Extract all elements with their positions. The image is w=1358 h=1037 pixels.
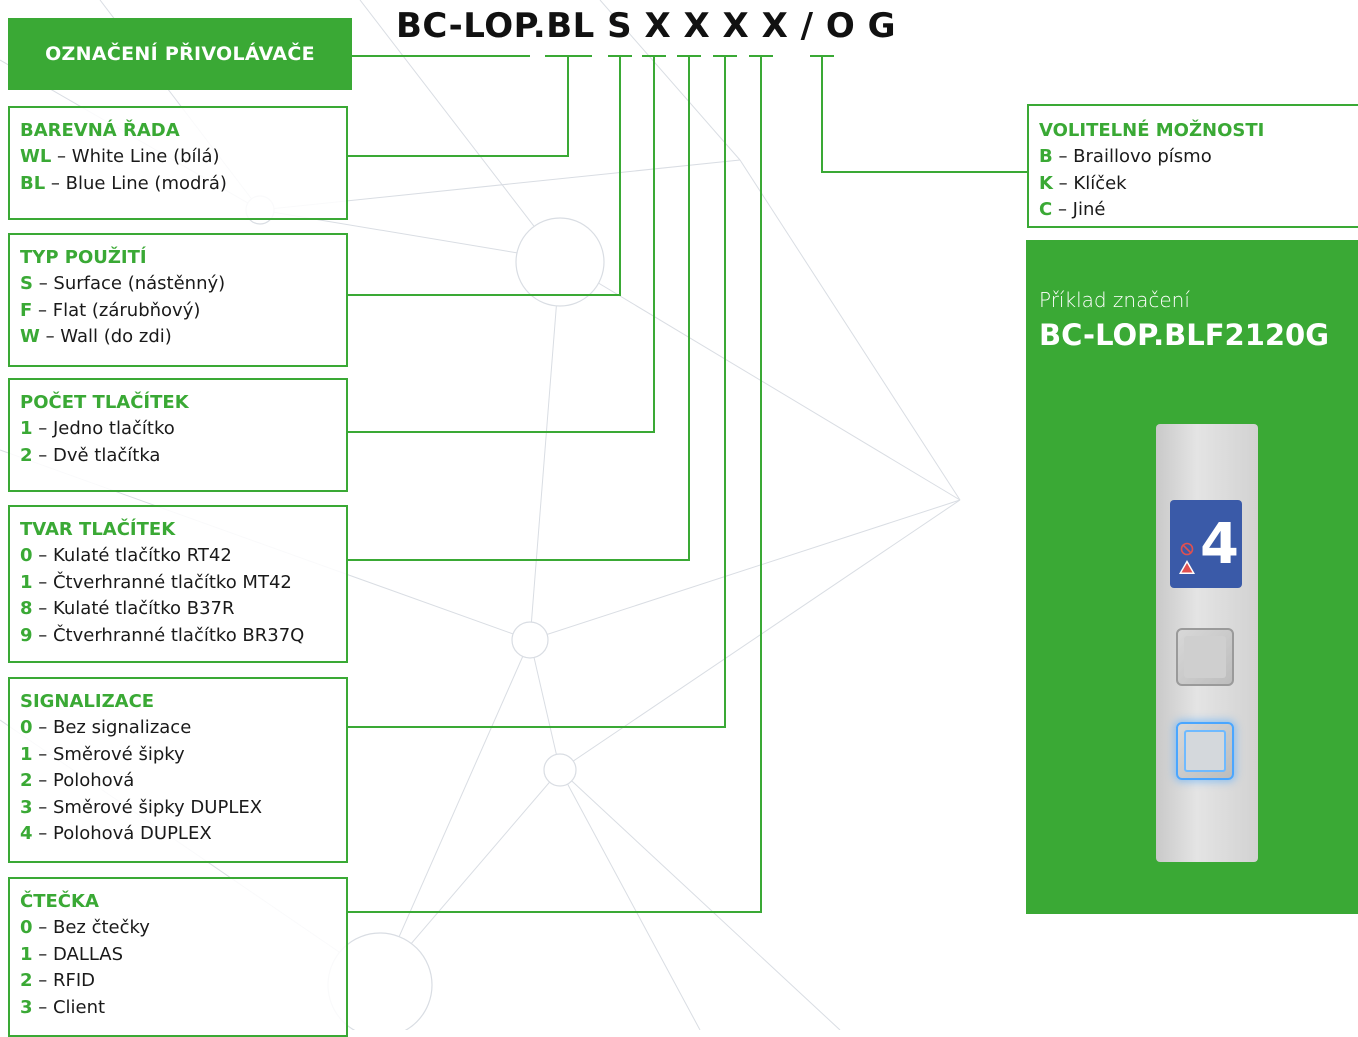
- list-item: S – Surface (nástěnný): [20, 271, 336, 298]
- option-text: – White Line (bílá): [51, 146, 220, 167]
- option-text: – Flat (zárubňový): [32, 299, 201, 321]
- list-item: 0 – Bez čtečky: [20, 915, 336, 942]
- floor-display: 4: [1170, 500, 1242, 588]
- option-text: – Čtverhranné tlačítko BR37Q: [32, 624, 305, 646]
- list-item: WL – White Line (bílá): [20, 144, 336, 171]
- option-key: W: [20, 326, 40, 347]
- floor-number: 4: [1200, 512, 1239, 577]
- list-item: 2 – Polohová: [20, 768, 336, 795]
- section-ctecka: ČTEČKA 0 – Bez čtečky 1 – DALLAS 2 – RFI…: [8, 877, 348, 1037]
- example-code: BC-LOP.BLF2120G: [1039, 318, 1330, 352]
- list-item: 9 – Čtverhranné tlačítko BR37Q: [20, 623, 336, 650]
- option-text: – Surface (nástěnný): [32, 273, 226, 294]
- option-text: – Směrové šipky DUPLEX: [32, 796, 263, 818]
- option-text: – DALLAS: [32, 943, 124, 965]
- option-text: – Polohová: [32, 770, 135, 791]
- list-item: W – Wall (do zdi): [20, 324, 336, 351]
- option-text: – Blue Line (modrá): [45, 172, 227, 194]
- option-key: C: [1039, 199, 1053, 220]
- list-item: C – Jiné: [1039, 197, 1357, 224]
- product-code-title: BC-LOP.BL S X X X X / O G: [396, 6, 897, 46]
- option-key: 8: [20, 598, 33, 619]
- option-text: – RFID: [32, 970, 96, 991]
- call-button-lit: [1176, 722, 1234, 780]
- call-panel-image: 4: [1156, 424, 1258, 862]
- list-item: 4 – Polohová DUPLEX: [20, 821, 336, 848]
- example-panel: Příklad značení BC-LOP.BLF2120G 4: [1026, 240, 1358, 914]
- example-label: Příklad značení: [1039, 288, 1190, 312]
- option-text: – Bez čtečky: [32, 917, 150, 938]
- list-item: F – Flat (zárubňový): [20, 298, 336, 325]
- warning-icon: [1179, 542, 1195, 574]
- option-text: – Klíček: [1052, 172, 1127, 194]
- option-key: WL: [20, 146, 52, 167]
- header-label: OZNAČENÍ PŘIVOLÁVAČE: [8, 18, 352, 90]
- list-item: 1 – Směrové šipky: [20, 742, 336, 769]
- option-key: 2: [20, 770, 33, 791]
- list-item: BL – Blue Line (modrá): [20, 171, 336, 198]
- option-key: S: [20, 273, 33, 294]
- option-key: 0: [20, 717, 33, 738]
- option-text: – Směrové šipky: [32, 743, 185, 765]
- section-pocet-tlacitek: POČET TLAČÍTEK 1 – Jedno tlačítko 2 – Dv…: [8, 378, 348, 492]
- list-item: K – Klíček: [1039, 171, 1357, 198]
- option-key: 9: [20, 624, 33, 646]
- section-title: POČET TLAČÍTEK: [20, 392, 189, 413]
- option-text: – Bez signalizace: [32, 717, 192, 738]
- option-text: – Client: [32, 996, 106, 1018]
- section-volitelne-moznosti: VOLITELNÉ MOŽNOSTI B – Braillovo písmo K…: [1027, 104, 1358, 228]
- option-text: – Čtverhranné tlačítko MT42: [32, 571, 292, 593]
- list-item: 2 – Dvě tlačítka: [20, 443, 336, 470]
- option-text: – Kulaté tlačítko B37R: [32, 598, 235, 619]
- list-item: 0 – Kulaté tlačítko RT42: [20, 543, 336, 570]
- list-item: 2 – RFID: [20, 968, 336, 995]
- call-button: [1176, 628, 1234, 686]
- list-item: 1 – DALLAS: [20, 942, 336, 969]
- option-key: 1: [20, 943, 33, 965]
- section-barevna-rada: BAREVNÁ ŘADA WL – White Line (bílá) BL –…: [8, 106, 348, 220]
- option-key: 0: [20, 917, 33, 938]
- option-key: 3: [20, 996, 33, 1018]
- option-text: – Jedno tlačítko: [32, 418, 175, 439]
- option-key: 2: [20, 444, 33, 466]
- list-item: 1 – Čtverhranné tlačítko MT42: [20, 570, 336, 597]
- list-item: 3 – Směrové šipky DUPLEX: [20, 795, 336, 822]
- option-key: K: [1039, 172, 1053, 194]
- list-item: 1 – Jedno tlačítko: [20, 416, 336, 443]
- list-item: 3 – Client: [20, 995, 336, 1022]
- section-title: BAREVNÁ ŘADA: [20, 120, 180, 141]
- option-text: – Jiné: [1052, 199, 1106, 220]
- section-signalizace: SIGNALIZACE 0 – Bez signalizace 1 – Směr…: [8, 677, 348, 863]
- option-key: 4: [20, 823, 33, 844]
- option-key: F: [20, 299, 33, 321]
- list-item: B – Braillovo písmo: [1039, 144, 1357, 171]
- section-typ-pouziti: TYP POUŽITÍ S – Surface (nástěnný) F – F…: [8, 233, 348, 367]
- option-key: 2: [20, 970, 33, 991]
- list-item: 0 – Bez signalizace: [20, 715, 336, 742]
- option-key: 1: [20, 418, 33, 439]
- list-item: 8 – Kulaté tlačítko B37R: [20, 596, 336, 623]
- option-text: – Wall (do zdi): [39, 326, 172, 347]
- option-text: – Kulaté tlačítko RT42: [32, 545, 232, 566]
- section-title: SIGNALIZACE: [20, 691, 155, 712]
- section-tvar-tlacitek: TVAR TLAČÍTEK 0 – Kulaté tlačítko RT42 1…: [8, 505, 348, 663]
- option-text: – Polohová DUPLEX: [32, 823, 212, 844]
- section-title: VOLITELNÉ MOŽNOSTI: [1039, 120, 1265, 141]
- option-text: – Dvě tlačítka: [32, 444, 161, 466]
- section-title: TYP POUŽITÍ: [20, 247, 147, 268]
- option-key: 1: [20, 743, 33, 765]
- option-key: 1: [20, 571, 33, 593]
- option-key: BL: [20, 172, 46, 194]
- option-key: 3: [20, 796, 33, 818]
- section-title: TVAR TLAČÍTEK: [20, 519, 176, 540]
- section-title: ČTEČKA: [20, 891, 99, 912]
- option-key: B: [1039, 146, 1053, 167]
- option-key: 0: [20, 545, 33, 566]
- option-text: – Braillovo písmo: [1052, 146, 1212, 167]
